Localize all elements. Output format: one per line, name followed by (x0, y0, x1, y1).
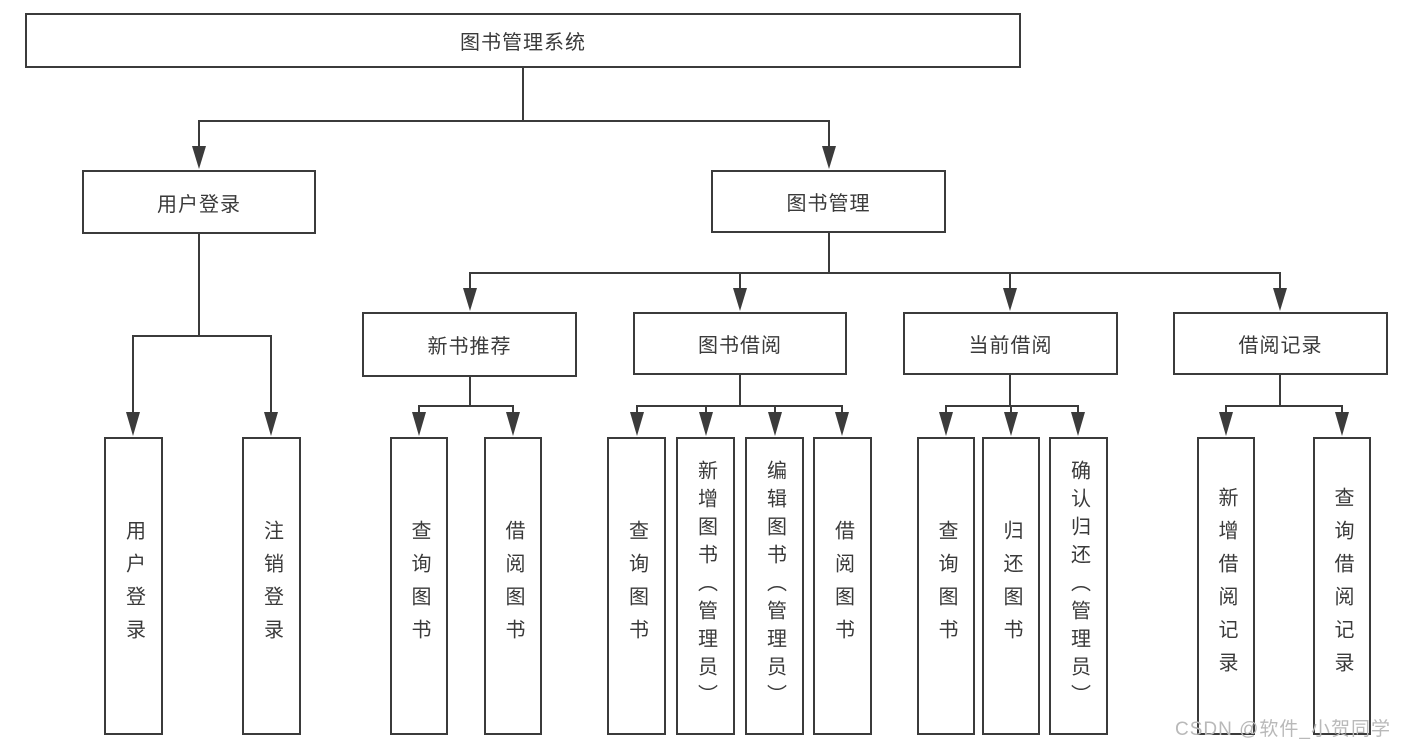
node-label: 图书管理 (786, 193, 871, 215)
connectors-userlogin-to-leaves (126, 234, 278, 436)
leaf-query-books-borrow: 查询图书 (607, 437, 666, 735)
leaf-confirm-return-admin: 确认归还（管理员） (1049, 437, 1108, 735)
node-label: 查询图书 (935, 520, 957, 652)
leaf-return-books: 归还图书 (982, 437, 1040, 735)
connectors-root-to-level2 (192, 68, 836, 169)
connectors-curborrow-to-leaves (939, 375, 1085, 436)
node-label: 确认归还（管理员） (1067, 460, 1090, 712)
node-label: 借阅记录 (1238, 335, 1323, 357)
node-borrow-records: 借阅记录 (1173, 312, 1388, 375)
node-label: 当前借阅 (968, 335, 1053, 357)
node-root-library-system: 图书管理系统 (25, 13, 1021, 68)
leaf-logout: 注销登录 (242, 437, 301, 735)
node-current-borrowing: 当前借阅 (903, 312, 1118, 375)
node-label: 新增借阅记录 (1215, 487, 1237, 685)
connectors-bookmgmt-to-level3 (463, 233, 1287, 311)
node-label: 新书推荐 (427, 336, 512, 358)
node-user-login: 用户登录 (82, 170, 316, 234)
node-book-management: 图书管理 (711, 170, 946, 233)
node-label: 图书借阅 (698, 335, 782, 357)
connectors-bookborrow-to-leaves (630, 375, 849, 436)
node-book-borrowing: 图书借阅 (633, 312, 847, 375)
node-new-book-recommend: 新书推荐 (362, 312, 577, 377)
leaf-borrow-books: 借阅图书 (813, 437, 872, 735)
node-label: 图书管理系统 (460, 32, 586, 54)
node-label: 查询图书 (625, 520, 648, 652)
node-label: 借阅图书 (502, 520, 524, 652)
node-label: 编辑图书（管理员） (763, 460, 786, 712)
leaf-query-books-current: 查询图书 (917, 437, 975, 735)
node-label: 查询图书 (408, 520, 430, 652)
leaf-borrow-books-newrec: 借阅图书 (484, 437, 542, 735)
leaf-query-books-newrec: 查询图书 (390, 437, 448, 735)
node-label: 用户登录 (122, 520, 145, 652)
node-label: 用户登录 (157, 193, 241, 216)
leaf-add-books-admin: 新增图书（管理员） (676, 437, 735, 735)
node-label: 借阅图书 (831, 520, 854, 652)
connectors-newrec-to-leaves (412, 377, 520, 436)
connectors-records-to-leaves (1219, 375, 1349, 436)
node-label: 注销登录 (260, 520, 283, 652)
node-label: 新增图书（管理员） (694, 460, 717, 712)
leaf-add-borrow-record: 新增借阅记录 (1197, 437, 1255, 735)
node-label: 查询借阅记录 (1331, 487, 1353, 685)
node-label: 归还图书 (1000, 520, 1022, 652)
watermark: CSDN @软件_小贺同学 (1175, 719, 1391, 740)
leaf-query-borrow-record: 查询借阅记录 (1313, 437, 1371, 735)
leaf-edit-books-admin: 编辑图书（管理员） (745, 437, 804, 735)
leaf-user-login: 用户登录 (104, 437, 163, 735)
